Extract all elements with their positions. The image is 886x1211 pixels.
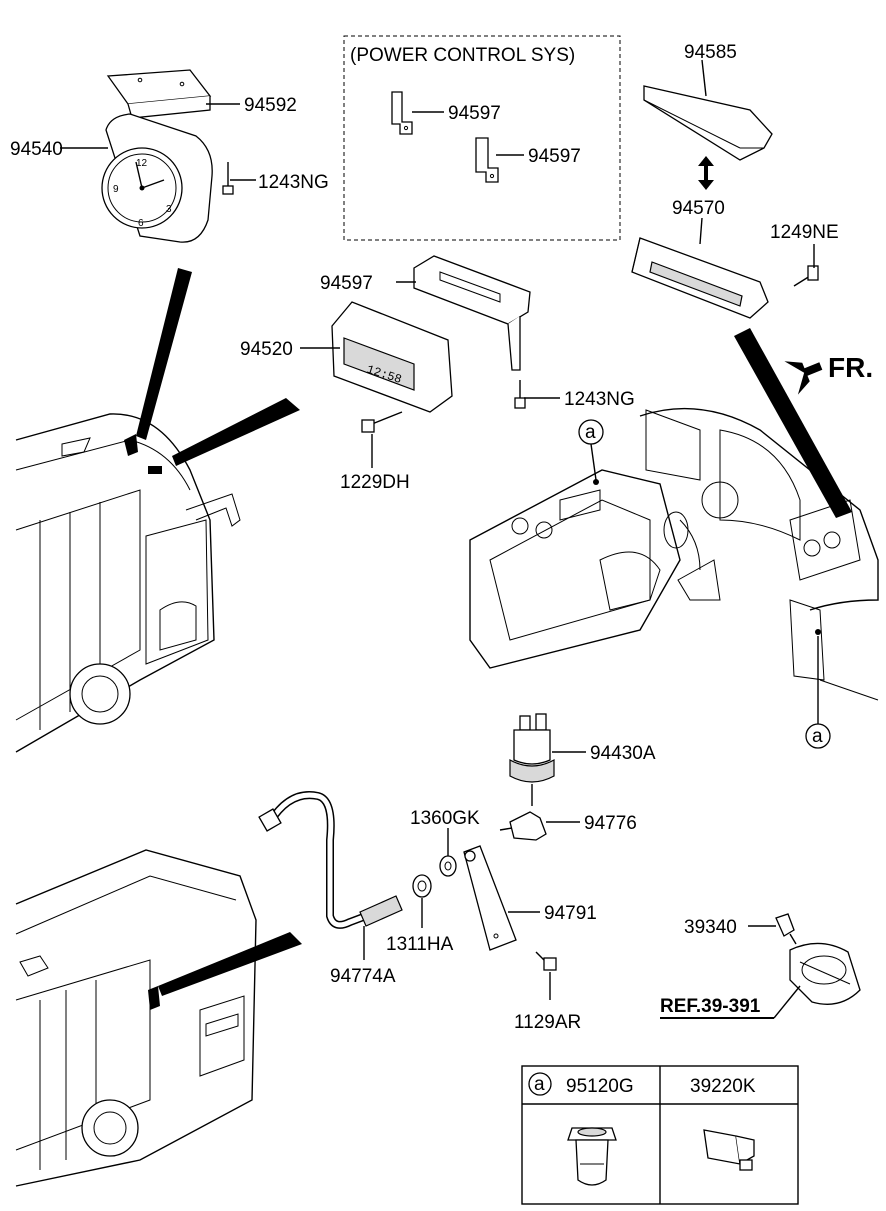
legend-col2-label: 39220K bbox=[690, 1076, 756, 1097]
screw-1249ne bbox=[793, 265, 819, 287]
sensor-39340 bbox=[775, 913, 797, 945]
front-arrow-icon bbox=[784, 361, 823, 395]
label-94540: 94540 bbox=[10, 139, 63, 160]
bracket-94597-a bbox=[391, 91, 413, 135]
label-94592: 94592 bbox=[244, 95, 297, 116]
label-94791: 94791 bbox=[544, 903, 597, 924]
screw-1229dh bbox=[361, 411, 403, 433]
legend-col1-label: 95120G bbox=[566, 1076, 634, 1097]
adapter-94776 bbox=[499, 811, 547, 841]
display-unit-94570 bbox=[631, 237, 769, 319]
part-95120g-illustration bbox=[567, 1127, 617, 1186]
clock-digit-6: 6 bbox=[138, 218, 144, 229]
label-94597-b: 94597 bbox=[528, 146, 581, 167]
label-1129ar: 1129AR bbox=[514, 1012, 581, 1033]
ref-label: REF.39-391 bbox=[660, 996, 761, 1017]
bus-front-illustration bbox=[15, 413, 241, 753]
bracket-94597-c bbox=[413, 255, 531, 371]
marker-a-top-text: a bbox=[585, 422, 596, 443]
screw-1243ng-top bbox=[222, 162, 234, 195]
clock-digit-3: 3 bbox=[166, 204, 172, 215]
double-arrow-icon bbox=[698, 156, 714, 190]
cover-94585 bbox=[643, 85, 773, 161]
screw-1243ng-mid bbox=[514, 380, 526, 409]
label-1311ha: 1311HA bbox=[386, 934, 454, 955]
part-39220k-illustration bbox=[703, 1129, 755, 1171]
label-1249ne: 1249NE bbox=[770, 222, 839, 243]
label-94776: 94776 bbox=[584, 813, 637, 834]
transmission-housing bbox=[789, 942, 861, 1005]
clock-digit-12: 12 bbox=[136, 158, 148, 169]
label-94520: 94520 bbox=[240, 339, 293, 360]
legend-marker-a: a bbox=[534, 1074, 545, 1095]
speed-sensor-94430a bbox=[509, 713, 555, 806]
nut-1360gk bbox=[439, 855, 457, 877]
legend-table bbox=[521, 1065, 799, 1205]
label-94430a: 94430A bbox=[590, 743, 656, 764]
label-1229dh: 1229DH bbox=[340, 472, 410, 493]
label-94570: 94570 bbox=[672, 198, 725, 219]
label-94585: 94585 bbox=[684, 42, 737, 63]
pointer-rear-sensor bbox=[158, 932, 302, 996]
label-94597-c: 94597 bbox=[320, 273, 373, 294]
pointer-roof-display bbox=[172, 398, 300, 466]
pointer-roof-clock bbox=[136, 268, 192, 440]
leader-94585 bbox=[701, 59, 707, 97]
leader-marker-a-top bbox=[590, 443, 597, 481]
bus-rear-illustration bbox=[15, 849, 257, 1187]
label-94774a: 94774A bbox=[330, 966, 396, 987]
label-94597-a: 94597 bbox=[448, 103, 501, 124]
front-marker: FR. bbox=[828, 352, 873, 383]
leader-94570 bbox=[699, 217, 703, 245]
label-1243ng-top: 1243NG bbox=[258, 172, 329, 193]
cable-94774a bbox=[258, 791, 403, 929]
label-1243ng-mid: 1243NG bbox=[564, 389, 635, 410]
clock-digit-9: 9 bbox=[113, 184, 119, 195]
pointer-dash-display bbox=[734, 328, 852, 518]
clock-bracket-94592 bbox=[106, 69, 212, 119]
clock-display-94520: 12:58 bbox=[331, 301, 453, 413]
power-control-group-title: (POWER CONTROL SYS) bbox=[350, 45, 575, 66]
bracket-94791 bbox=[463, 845, 517, 951]
analog-clock-94540: 12 9 3 6 bbox=[101, 113, 213, 243]
label-1360gk: 1360GK bbox=[410, 808, 480, 829]
bracket-94597-b bbox=[475, 137, 499, 183]
marker-a-bottom-text: a bbox=[812, 726, 823, 747]
power-control-group-box bbox=[343, 35, 621, 241]
leader-ref bbox=[773, 985, 801, 1019]
nut-1311ha bbox=[412, 874, 432, 898]
dashboard-illustration bbox=[469, 407, 879, 701]
bolt-1129ar bbox=[535, 951, 557, 971]
label-39340: 39340 bbox=[684, 917, 737, 938]
